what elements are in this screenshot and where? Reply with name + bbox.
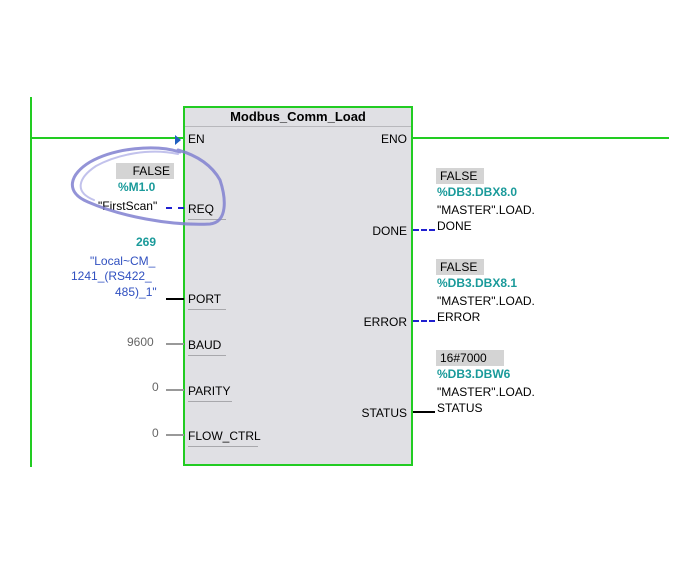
baud-value[interactable]: 9600	[127, 335, 154, 349]
req-value: FALSE	[116, 163, 174, 179]
error-symbol-line1[interactable]: "MASTER".LOAD.	[437, 294, 535, 308]
port-value: 269	[136, 235, 157, 249]
baud-wire	[166, 343, 184, 345]
port-symbol-line3[interactable]: 485)_1"	[115, 285, 157, 299]
pin-eno[interactable]: ENO	[380, 132, 407, 146]
pin-status[interactable]: STATUS	[361, 406, 407, 420]
done-value: FALSE	[436, 168, 484, 184]
power-line-right	[413, 137, 669, 139]
port-symbol-line2[interactable]: 1241_(RS422_	[71, 269, 152, 283]
done-symbol-line2[interactable]: DONE	[437, 219, 472, 233]
error-value: FALSE	[436, 259, 484, 275]
done-symbol-line1[interactable]: "MASTER".LOAD.	[437, 203, 535, 217]
pin-done[interactable]: DONE	[372, 224, 407, 238]
pin-en[interactable]: EN	[188, 132, 205, 146]
flow-ctrl-value[interactable]: 0	[152, 426, 159, 440]
req-wire	[166, 207, 184, 209]
pin-underline-req	[188, 219, 226, 220]
port-symbol-line1[interactable]: "Local~CM_	[90, 254, 156, 268]
status-symbol-line2[interactable]: STATUS	[437, 401, 483, 415]
error-symbol-line2[interactable]: ERROR	[437, 310, 481, 324]
flow-ctrl-wire	[166, 434, 184, 436]
status-address[interactable]: %DB3.DBW6	[437, 367, 511, 381]
parity-value[interactable]: 0	[152, 380, 159, 394]
done-wire	[413, 229, 435, 231]
pin-baud[interactable]: BAUD	[188, 338, 222, 352]
pin-port[interactable]: PORT	[188, 292, 222, 306]
block-title: Modbus_Comm_Load	[185, 108, 411, 127]
pin-error[interactable]: ERROR	[363, 315, 407, 329]
port-wire	[166, 298, 184, 300]
pin-req[interactable]: REQ	[188, 202, 215, 216]
power-line-left	[30, 137, 185, 139]
pin-flow-ctrl[interactable]: FLOW_CTRL	[188, 429, 261, 443]
pin-underline-baud	[188, 355, 226, 356]
hand-drawn-circle-highlight-icon	[70, 146, 226, 226]
status-wire	[413, 411, 435, 413]
pin-underline-flow	[188, 446, 258, 447]
req-address[interactable]: %M1.0	[118, 180, 156, 194]
error-address[interactable]: %DB3.DBX8.1	[437, 276, 518, 290]
parity-wire	[166, 389, 184, 391]
left-power-rail	[30, 97, 32, 467]
status-value: 16#7000	[436, 350, 504, 366]
error-wire	[413, 320, 435, 322]
pin-parity[interactable]: PARITY	[188, 384, 231, 398]
pin-underline-parity	[188, 401, 232, 402]
done-address[interactable]: %DB3.DBX8.0	[437, 185, 518, 199]
modbus-comm-load-block[interactable]: Modbus_Comm_Load EN REQ PORT BAUD PARITY…	[183, 106, 413, 466]
pin-underline-port	[188, 309, 226, 310]
status-symbol-line1[interactable]: "MASTER".LOAD.	[437, 385, 535, 399]
en-connector-arrow-icon	[175, 135, 181, 145]
